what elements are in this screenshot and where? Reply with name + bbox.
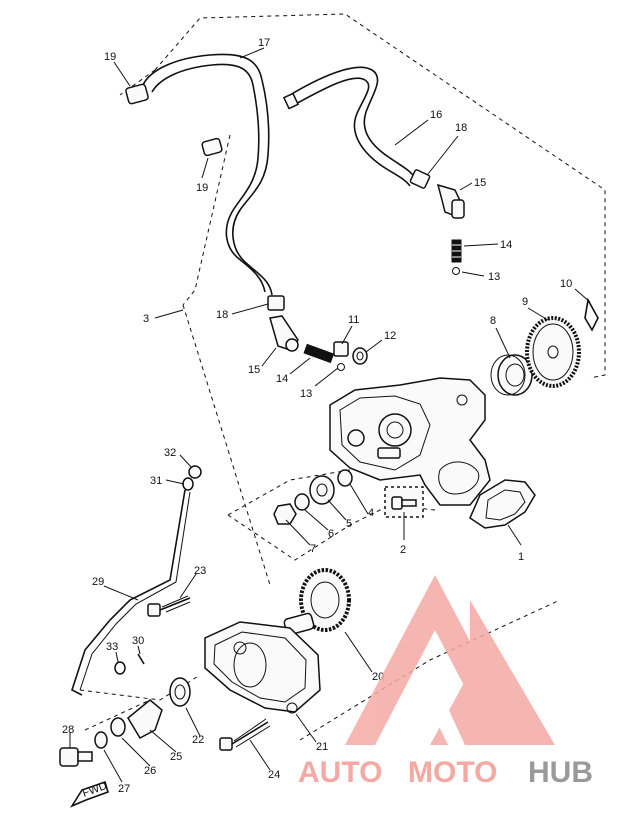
gear-9 xyxy=(525,316,581,388)
nut-7 xyxy=(273,503,297,525)
watermark-logo xyxy=(345,575,555,745)
label-6: 6 xyxy=(328,528,334,540)
label-19-b: 19 xyxy=(196,182,208,194)
label-8: 8 xyxy=(490,315,496,327)
washer-12 xyxy=(352,347,368,365)
rod-29 xyxy=(71,489,191,696)
nut-32 xyxy=(188,465,202,479)
leader-lines xyxy=(69,47,591,783)
washer-5 xyxy=(309,475,335,505)
bolt-23 xyxy=(147,595,191,617)
oil-pump-body xyxy=(329,377,491,506)
washer-4 xyxy=(337,469,353,487)
washer-27 xyxy=(94,731,108,749)
bearing-8 xyxy=(490,354,533,396)
screw-28 xyxy=(59,747,93,767)
part-labels: 1 2 3 4 5 6 7 8 9 10 11 12 13 13 14 14 1… xyxy=(62,37,572,795)
label-9: 9 xyxy=(522,296,528,308)
gasket-1 xyxy=(469,479,536,529)
clamp-19-b xyxy=(201,137,223,157)
watermark-text-moto: MOTO xyxy=(408,756,497,789)
label-19-a: 19 xyxy=(104,51,116,63)
label-29: 29 xyxy=(92,576,104,588)
label-27: 27 xyxy=(118,783,130,795)
clip-10 xyxy=(584,297,599,332)
label-23: 23 xyxy=(194,565,206,577)
nut-31 xyxy=(182,477,194,491)
label-26: 26 xyxy=(144,765,156,777)
screw-2 xyxy=(384,486,424,518)
watermark-text-auto: AUTO xyxy=(298,756,382,789)
label-2: 2 xyxy=(400,544,406,556)
hose-16 xyxy=(282,66,416,187)
label-5: 5 xyxy=(346,518,352,530)
label-7: 7 xyxy=(310,543,316,555)
label-14-a: 14 xyxy=(500,239,512,251)
label-14-b: 14 xyxy=(276,373,288,385)
label-21: 21 xyxy=(316,741,328,753)
label-24: 24 xyxy=(268,769,280,781)
plate-25 xyxy=(127,699,163,739)
watermark-logo-mark xyxy=(345,575,525,745)
label-13-a: 13 xyxy=(488,271,500,283)
label-3: 3 xyxy=(143,313,149,325)
label-33: 33 xyxy=(106,641,118,653)
label-22: 22 xyxy=(192,734,204,746)
hose-17 xyxy=(142,53,273,296)
banjo-fitting-15-b xyxy=(269,315,299,352)
label-13-b: 13 xyxy=(300,388,312,400)
washer-26 xyxy=(110,717,126,737)
washer-33 xyxy=(114,661,126,675)
label-25: 25 xyxy=(170,751,182,763)
oil-seal-22 xyxy=(169,677,191,707)
label-17: 17 xyxy=(258,37,270,49)
label-10: 10 xyxy=(560,278,572,290)
watermark-text-hub: HUB xyxy=(528,756,593,789)
drive-gear-20 xyxy=(283,568,351,636)
washer-6 xyxy=(294,493,310,511)
label-31: 31 xyxy=(150,475,162,487)
clamp-19-a xyxy=(125,83,149,105)
label-18-b: 18 xyxy=(216,309,228,321)
label-15-a: 15 xyxy=(474,177,486,189)
watermark-logo-inner xyxy=(400,680,465,745)
label-16: 16 xyxy=(430,109,442,121)
cover-21 xyxy=(204,621,321,714)
banjo-fitting-15-a xyxy=(436,183,465,219)
spring-14-top xyxy=(451,239,462,275)
clamp-18-a xyxy=(409,169,431,189)
label-15-b: 15 xyxy=(248,364,260,376)
watermark-text: AUTO MOTO HUB xyxy=(298,756,593,789)
plug-11 xyxy=(333,341,349,357)
label-4: 4 xyxy=(368,507,374,519)
clamp-18-b xyxy=(267,295,285,311)
bolt-24 xyxy=(219,718,271,751)
watermark-logo-right xyxy=(470,600,555,745)
label-28: 28 xyxy=(62,724,74,736)
label-18-a: 18 xyxy=(455,122,467,134)
label-32: 32 xyxy=(164,447,176,459)
pin-30 xyxy=(137,653,145,665)
fwd-marker: FWD xyxy=(69,780,109,808)
spring-14-mid xyxy=(303,343,345,371)
label-11: 11 xyxy=(348,314,359,326)
label-12: 12 xyxy=(384,330,396,342)
label-1: 1 xyxy=(518,551,524,563)
label-30: 30 xyxy=(132,635,144,647)
